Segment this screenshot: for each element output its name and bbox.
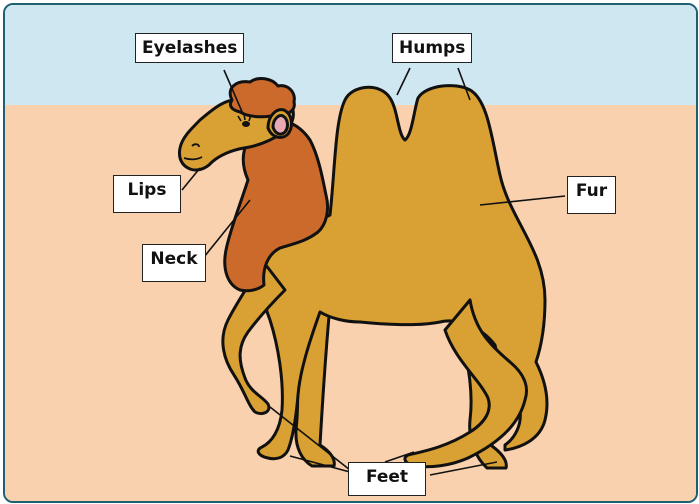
pointer-lips (182, 168, 200, 190)
camel-inner-ear (273, 116, 287, 134)
label-eyelashes: Eyelashes (135, 33, 244, 63)
label-feet: Feet (348, 462, 426, 496)
label-fur: Fur (567, 176, 616, 214)
label-neck: Neck (142, 244, 206, 282)
pointer-humps-left (397, 68, 410, 95)
camel-eye (242, 121, 250, 127)
label-lips: Lips (113, 175, 181, 213)
label-humps: Humps (392, 33, 472, 63)
